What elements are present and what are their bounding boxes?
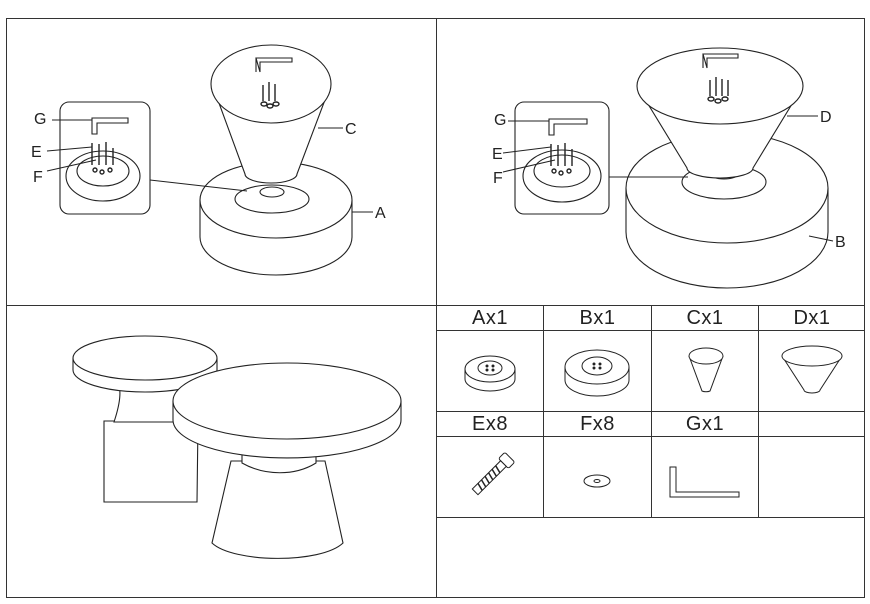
cone-d-drawing xyxy=(636,47,804,179)
hardware-inset-box xyxy=(514,101,610,215)
hex-key-icon xyxy=(652,436,758,498)
instruction-sheet-frame xyxy=(6,18,865,598)
callout-f: F xyxy=(33,169,43,186)
callout-g: G xyxy=(34,111,46,128)
part-label-f: Fx8 xyxy=(580,413,615,435)
large-table-drawing xyxy=(172,362,402,559)
hardware-group-icon xyxy=(260,82,280,109)
part-cell-e: Ex8 xyxy=(437,412,544,518)
part-cell-c: Cx1 xyxy=(652,306,759,412)
part-cell-f: Fx8 xyxy=(544,412,652,518)
part-cell-a: Ax1 xyxy=(437,306,544,412)
bolt-set-icon xyxy=(91,142,114,175)
callout-d: D xyxy=(820,109,832,126)
bolt-icon xyxy=(437,436,543,496)
part-label-d: Dx1 xyxy=(793,307,831,329)
part-cell-d: Dx1 xyxy=(759,306,865,412)
callout-e: E xyxy=(492,146,503,163)
washer-icon xyxy=(544,436,651,488)
callout-f: F xyxy=(493,170,503,187)
callout-b: B xyxy=(835,234,846,251)
callout-c: C xyxy=(345,121,357,138)
horizontal-divider xyxy=(6,305,865,306)
callout-e: E xyxy=(31,144,42,161)
callout-g: G xyxy=(494,112,506,129)
part-cell-b: Bx1 xyxy=(544,306,652,412)
assembly-diagram-small-table: G E F C A xyxy=(31,44,386,276)
parts-list-table: Ax1 Bx1 Cx1 Dx1 Ex8 xyxy=(437,306,865,598)
vertical-divider xyxy=(436,18,437,598)
part-label-e: Ex8 xyxy=(472,413,508,435)
part-cell-g: Gx1 xyxy=(652,412,759,518)
part-label-c: Cx1 xyxy=(686,307,724,329)
part-label-a: Ax1 xyxy=(472,307,508,329)
small-table-drawing xyxy=(72,335,218,503)
small-cone-icon xyxy=(652,330,758,393)
base-a-drawing xyxy=(199,161,353,276)
part-label-b: Bx1 xyxy=(579,307,616,329)
assembly-diagram-large-table: G E F D B xyxy=(492,47,846,289)
part-label-g: Gx1 xyxy=(685,413,725,435)
cone-c-drawing xyxy=(210,44,332,184)
small-base-icon xyxy=(437,330,543,392)
base-b-drawing xyxy=(625,132,829,289)
hardware-inset-box xyxy=(59,101,151,215)
callout-a: A xyxy=(375,205,386,222)
large-base-icon xyxy=(544,330,651,397)
large-cone-icon xyxy=(759,330,865,394)
finished-tables-illustration xyxy=(72,335,402,559)
part-cell-empty xyxy=(759,412,865,518)
